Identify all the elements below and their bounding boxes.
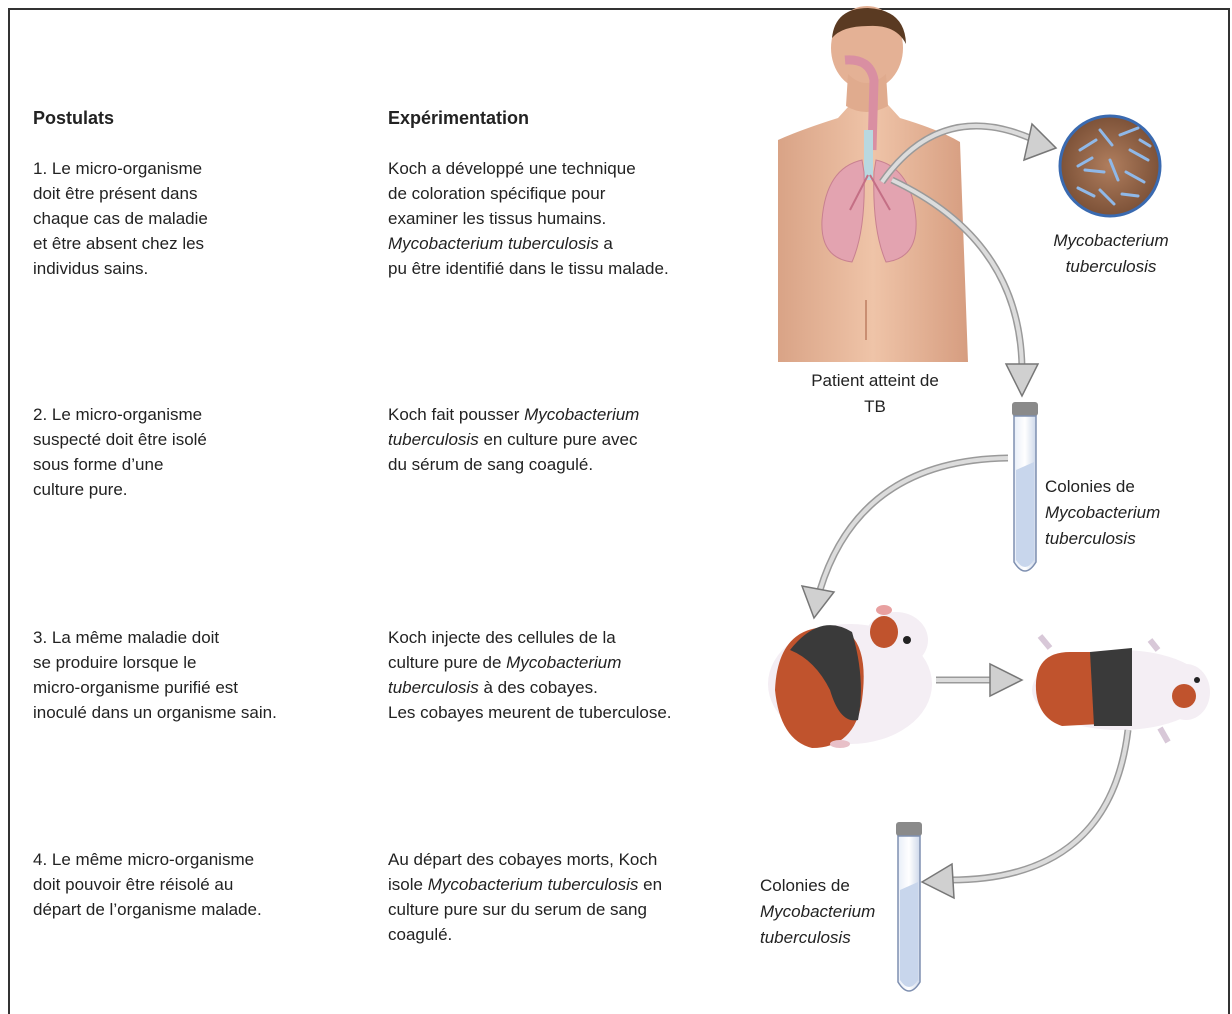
colonies-label-2-species: Mycobacterium tuberculosis bbox=[760, 899, 875, 951]
guinea-pig-dead bbox=[1032, 636, 1210, 742]
culture-tube-1 bbox=[1012, 402, 1038, 571]
patient-label: Patient atteint de TB bbox=[800, 368, 950, 420]
colonies-label-1: Colonies de Mycobacterium tuberculosis bbox=[1045, 474, 1160, 552]
bacteria-micrograph bbox=[1060, 116, 1160, 216]
arrow-to-tube-2 bbox=[950, 730, 1128, 880]
culture-tube-2 bbox=[896, 822, 922, 991]
colonies-label-1-species: Mycobacterium tuberculosis bbox=[1045, 500, 1160, 552]
patient-figure bbox=[778, 6, 968, 362]
colonies-label-2: Colonies de Mycobacterium tuberculosis bbox=[760, 873, 875, 951]
guinea-pig-healthy bbox=[768, 605, 932, 748]
colonies-label-1-prefix: Colonies de bbox=[1045, 474, 1160, 500]
colonies-label-2-prefix: Colonies de bbox=[760, 873, 875, 899]
bacteria-label: Mycobacterium tuberculosis bbox=[1036, 228, 1186, 280]
